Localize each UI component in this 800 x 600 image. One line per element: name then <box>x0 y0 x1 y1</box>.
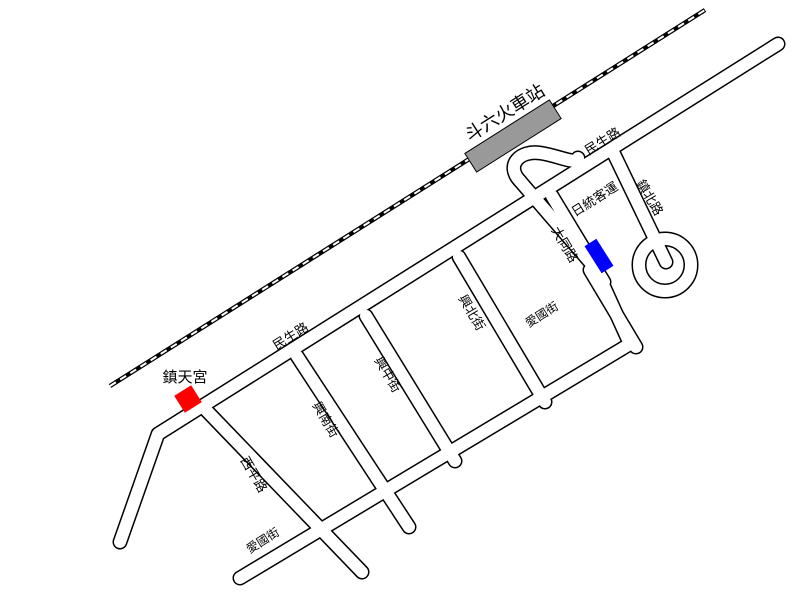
station-building[interactable] <box>464 99 562 173</box>
bus-station-label: 日統客運 <box>569 179 622 220</box>
temple-label: 鎮天宮 <box>162 368 207 386</box>
street-label-aiguo-upper: 愛國街 <box>523 299 561 330</box>
temple-marker[interactable] <box>174 385 202 413</box>
bus-station-marker[interactable] <box>584 238 614 274</box>
roads-outline <box>112 36 786 586</box>
railway-line <box>108 8 707 388</box>
roads-fill <box>114 38 784 584</box>
